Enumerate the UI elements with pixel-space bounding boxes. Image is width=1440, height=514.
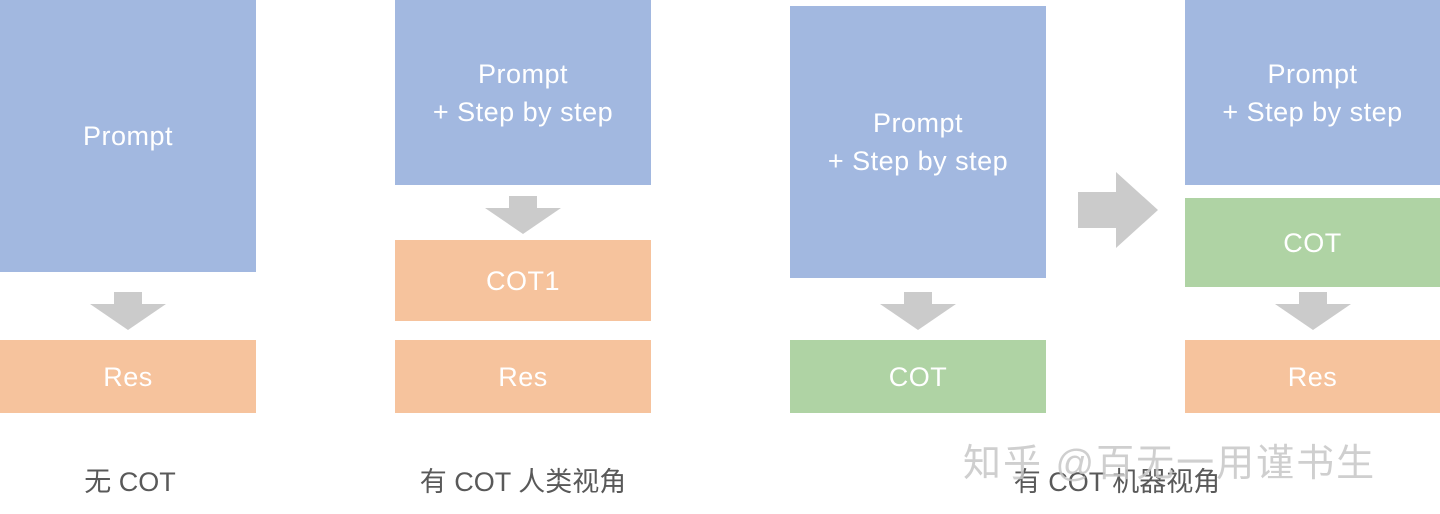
down-arrow-icon [1275,292,1351,330]
cot-label-col4: COT [1283,227,1342,258]
down-arrow-icon [485,196,561,234]
res-box-col2: Res [395,340,651,413]
prompt-line2-col2: + Step by step [432,96,614,127]
cot-box-col3: COT [790,340,1046,413]
cot1-label-col2: COT1 [485,265,560,296]
prompt-box-col1: Prompt [0,0,256,272]
res-box-col4: Res [1185,340,1440,413]
prompt-line1-col4: Prompt [1267,58,1358,89]
prompt-line1-col3: Prompt [872,108,964,138]
caption-no-cot: 无 COT [84,467,176,497]
cot-box-col4: COT [1185,198,1440,287]
caption-cot-machine: 有 COT 机器视角 [1013,467,1221,497]
prompt-line1-col2: Prompt [477,58,569,89]
prompt-line2-col4: + Step by step [1222,96,1403,127]
prompt-line2-col3: + Step by step [827,146,1009,176]
cot-label-col3: COT [888,361,948,392]
prompt-box-col4: Prompt + Step by step [1185,0,1440,185]
cot1-box-col2: COT1 [395,240,651,321]
caption-cot-human: 有 COT 人类视角 [419,467,627,497]
prompt-label-col1: Prompt [82,121,174,151]
res-label-col1: Res [103,361,153,392]
res-label-col4: Res [1287,361,1338,392]
res-box-col1: Res [0,340,256,413]
prompt-box-col3: Prompt + Step by step [790,6,1046,278]
prompt-box-col2: Prompt + Step by step [395,0,651,185]
right-arrow-icon [1078,172,1158,248]
down-arrow-icon [90,292,166,330]
down-arrow-icon [880,292,956,330]
res-label-col2: Res [498,361,548,392]
